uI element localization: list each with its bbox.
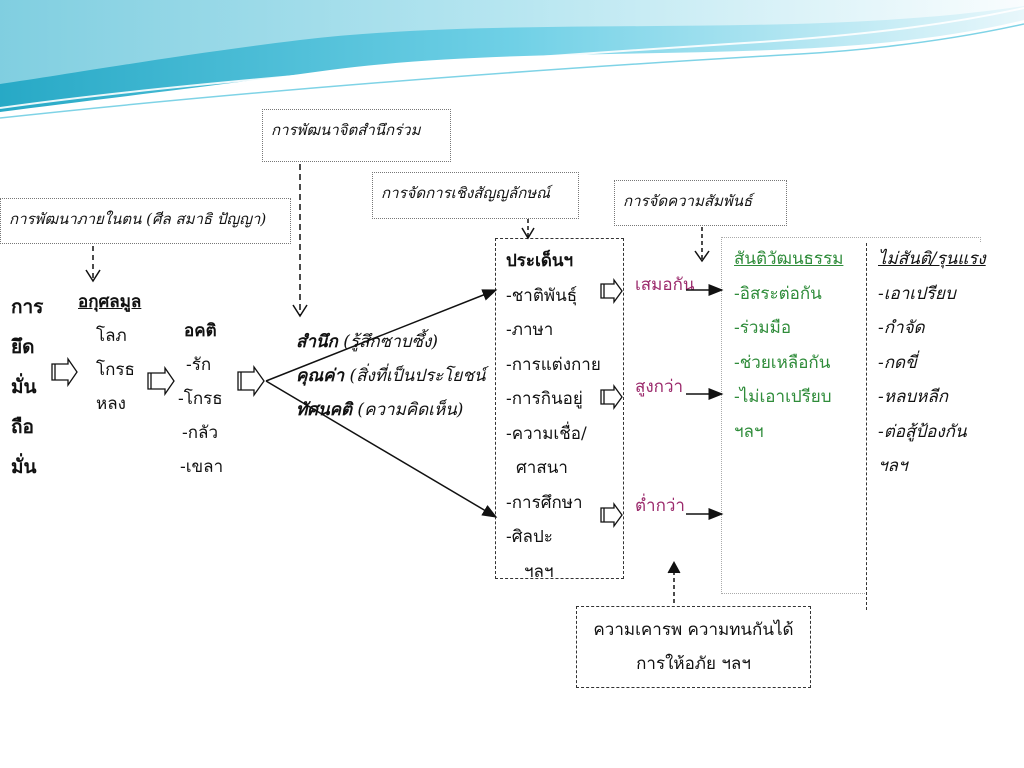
peaceful-item: -ไม่เอาเปรียบ bbox=[734, 387, 832, 407]
arrowhead bbox=[85, 269, 101, 283]
joint-consciousness-label: การพัฒนาจิตสำนึกร่วม bbox=[262, 109, 451, 162]
akhati-item: -รัก bbox=[186, 355, 212, 375]
akhati-column: อคติ -รัก -โกรธ -กลัว -เขลา bbox=[178, 314, 223, 484]
akusala-item: โลภ bbox=[96, 326, 127, 346]
violent-item: -กำจัด bbox=[878, 318, 925, 338]
akusala-title: อกุศลมูล bbox=[78, 292, 142, 312]
relation-higher: สูงกว่า bbox=[635, 377, 684, 397]
relation-lower: ต่ำกว่า bbox=[635, 496, 685, 516]
akusala-item: หลง bbox=[96, 394, 126, 414]
self-development-text: การพัฒนาภายในตน (ศีล สมาธิ ปัญญา) bbox=[9, 210, 267, 228]
relation-management-text: การจัดความสัมพันธ์ bbox=[623, 192, 753, 210]
issues-title: ประเด็นฯ bbox=[506, 251, 574, 271]
akhati-item: -เขลา bbox=[180, 457, 224, 477]
awareness-bold: สำนึก bbox=[296, 332, 338, 352]
issue-item: -การกินอยู่ bbox=[506, 389, 583, 409]
akhati-title: อคติ bbox=[184, 321, 217, 341]
issue-item: -ภาษา bbox=[506, 320, 554, 340]
violent-item: ฯลฯ bbox=[878, 456, 908, 476]
attachment-line: มั่น bbox=[11, 456, 37, 478]
issue-item: -การศึกษา bbox=[506, 492, 583, 513]
peaceful-item: -อิสระต่อกัน bbox=[734, 283, 822, 304]
attitude-rest: (ความคิดเห็น) bbox=[352, 400, 464, 420]
values-bold: คุณค่า bbox=[296, 366, 345, 386]
akusala-item: โกรธ bbox=[96, 360, 135, 380]
arrowhead bbox=[694, 250, 710, 263]
peaceful-item: -ร่วมมือ bbox=[734, 318, 792, 338]
wave-header bbox=[0, 0, 1024, 119]
peaceful-column: สันติวัฒนธรรม -อิสระต่อกัน -ร่วมมือ -ช่ว… bbox=[734, 242, 843, 449]
self-development-label: การพัฒนาภายในตน (ศีล สมาธิ ปัญญา) bbox=[0, 198, 291, 244]
conditions-line: การให้อภัย ฯลฯ bbox=[636, 654, 751, 674]
conditions-box: ความเคารพ ความทนกันได้ การให้อภัย ฯลฯ bbox=[576, 606, 811, 688]
attachment-line: ถือ bbox=[11, 416, 34, 438]
awareness-rest: (รู้สึกซาบซึ้ง) bbox=[337, 332, 439, 352]
violent-title: ไม่สันติ/รุนแรง bbox=[878, 249, 986, 269]
peaceful-title: สันติวัฒนธรรม bbox=[734, 249, 844, 269]
relation-equal: เสมอกัน bbox=[635, 275, 695, 295]
issue-item: -ความเชื่อ/ bbox=[506, 423, 587, 444]
attachment-line: ยึด bbox=[11, 336, 35, 358]
joint-consciousness-text: การพัฒนาจิตสำนึกร่วม bbox=[271, 121, 421, 139]
values-rest: (สิ่งที่เป็นประโยชน์ bbox=[344, 366, 486, 386]
issues-column: ประเด็นฯ -ชาติพันธุ์ -ภาษา -การแต่งกาย -… bbox=[506, 244, 601, 589]
awareness-line: สำนึก (รู้สึกซาบซึ้ง) bbox=[296, 325, 496, 359]
akhati-item: -โกรธ bbox=[178, 389, 223, 409]
violent-panel bbox=[866, 243, 1005, 610]
issue-item: ฯลฯ bbox=[524, 561, 554, 582]
relation-management-label: การจัดความสัมพันธ์ bbox=[614, 180, 787, 226]
values-line: คุณค่า (สิ่งที่เป็นประโยชน์ bbox=[296, 359, 496, 393]
violent-item: -ต่อสู้ป้องกัน bbox=[878, 421, 967, 442]
awareness-column: สำนึก (รู้สึกซาบซึ้ง) คุณค่า (สิ่งที่เป็… bbox=[296, 325, 496, 427]
violent-column: ไม่สันติ/รุนแรง -เอาเปรียบ -กำจัด -กดขี่… bbox=[878, 242, 986, 484]
conditions-line: ความเคารพ ความทนกันได้ bbox=[593, 620, 794, 640]
block-arrow bbox=[237, 364, 265, 398]
akhati-box bbox=[166, 312, 236, 488]
akusala-column: อกุศลมูล โลภ โกรธ หลง bbox=[78, 285, 141, 421]
attitude-bold: ทัศนคติ bbox=[296, 400, 353, 420]
issue-item: ศาสนา bbox=[516, 458, 568, 478]
issue-item: -การแต่งกาย bbox=[506, 354, 601, 375]
issue-item: -ชาติพันธุ์ bbox=[506, 285, 578, 306]
violent-item: -หลบหลีก bbox=[878, 387, 949, 407]
violent-item: -กดขี่ bbox=[878, 352, 917, 373]
akusala-box bbox=[74, 282, 170, 432]
attachment-line: การ bbox=[11, 296, 44, 318]
akhati-item: -กลัว bbox=[182, 423, 219, 443]
violent-item: -เอาเปรียบ bbox=[878, 283, 956, 304]
peaceful-item: ฯลฯ bbox=[734, 421, 764, 442]
arrowhead bbox=[292, 304, 308, 318]
attachment-column: การ ยึด มั่น ถือ มั่น bbox=[11, 287, 43, 487]
symbolic-management-label: การจัดการเชิงสัญญลักษณ์ bbox=[372, 172, 579, 219]
symbolic-management-text: การจัดการเชิงสัญญลักษณ์ bbox=[381, 184, 551, 202]
issue-item: -ศิลปะ bbox=[506, 527, 553, 547]
attachment-line: มั่น bbox=[11, 376, 37, 398]
arrowhead bbox=[521, 227, 535, 240]
peaceful-item: -ช่วยเหลือกัน bbox=[734, 352, 831, 373]
arrowhead bbox=[667, 560, 681, 574]
attitude-line: ทัศนคติ (ความคิดเห็น) bbox=[296, 393, 496, 427]
